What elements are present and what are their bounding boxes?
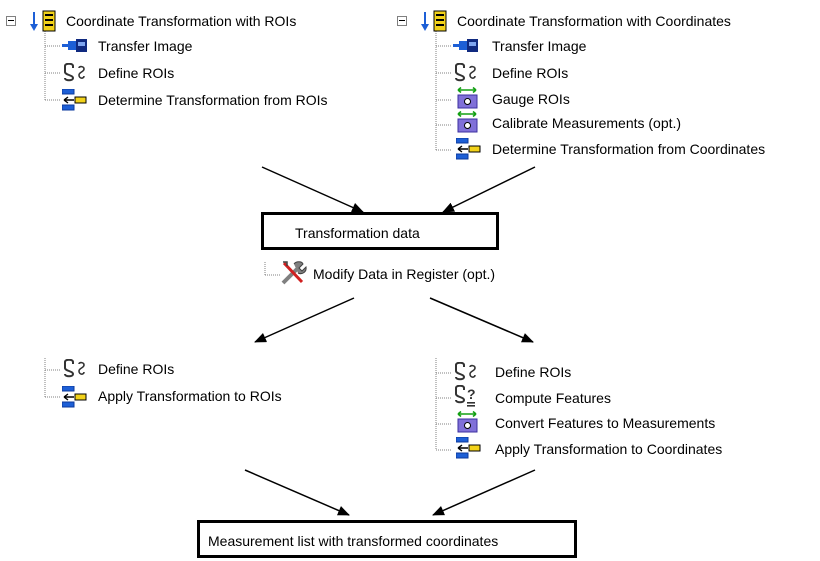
transform-icon: [61, 385, 88, 408]
tree-item-label[interactable]: Apply Transformation to ROIs: [98, 388, 282, 404]
arrow-left-to-result: [244, 469, 350, 516]
transform-icon: [455, 137, 482, 160]
tree-item-label[interactable]: Gauge ROIs: [492, 91, 570, 107]
sequence-root-icon: [30, 10, 60, 34]
transformation-data-box: Transformation data: [261, 212, 499, 250]
camera-icon: [62, 38, 88, 54]
collapse-toggle-icon[interactable]: [397, 16, 407, 26]
tools-icon: [280, 260, 308, 286]
right-tree-root-label[interactable]: Coordinate Transformation with Coordinat…: [457, 13, 731, 29]
tree-item-label[interactable]: Convert Features to Measurements: [495, 415, 716, 431]
tree-item-label[interactable]: Apply Transformation to Coordinates: [495, 441, 723, 457]
camera-icon: [453, 38, 479, 54]
tree-item-label[interactable]: Calibrate Measurements (opt.): [492, 115, 682, 131]
tree-item-label[interactable]: Determine Transformation from ROIs: [98, 92, 328, 108]
define-rois-icon: [62, 62, 88, 83]
gauge-icon: [456, 410, 480, 434]
arrow-to-bottom-right: [429, 297, 534, 343]
svg-text:?: ?: [467, 386, 476, 402]
left-tree-root-label[interactable]: Coordinate Transformation with ROIs: [66, 13, 297, 29]
modify-data-label[interactable]: Modify Data in Register (opt.): [313, 266, 496, 282]
arrow-left-to-transformation: [261, 166, 364, 213]
gauge-icon: [456, 110, 480, 134]
arrow-right-to-transformation: [442, 166, 536, 213]
tree-item-label[interactable]: Transfer Image: [492, 38, 587, 54]
tree-item-label[interactable]: Define ROIs: [492, 65, 569, 81]
transformation-data-label: Transformation data: [295, 225, 420, 241]
sequence-root-icon: [421, 10, 451, 34]
gauge-icon: [456, 86, 480, 110]
compute-features-icon: ?: [453, 384, 479, 407]
define-rois-icon: [453, 62, 479, 83]
tree-item-label[interactable]: Determine Transformation from Coordinate…: [492, 141, 766, 157]
arrow-right-to-result: [432, 469, 536, 516]
arrow-to-bottom-left: [254, 297, 355, 343]
tree-item-label[interactable]: Define ROIs: [495, 364, 572, 380]
define-rois-icon: [453, 361, 479, 382]
tree-item-label[interactable]: Define ROIs: [98, 361, 175, 377]
tree-item-label[interactable]: Compute Features: [495, 390, 611, 406]
collapse-toggle-icon[interactable]: [6, 16, 16, 26]
measurement-list-label: Measurement list with transformed coordi…: [208, 533, 499, 549]
transform-icon: [455, 436, 482, 459]
measurement-list-box: Measurement list with transformed coordi…: [197, 520, 577, 558]
tree-item-label[interactable]: Define ROIs: [98, 65, 175, 81]
tree-item-label[interactable]: Transfer Image: [98, 38, 193, 54]
transform-icon: [61, 88, 88, 111]
define-rois-icon: [62, 358, 88, 379]
